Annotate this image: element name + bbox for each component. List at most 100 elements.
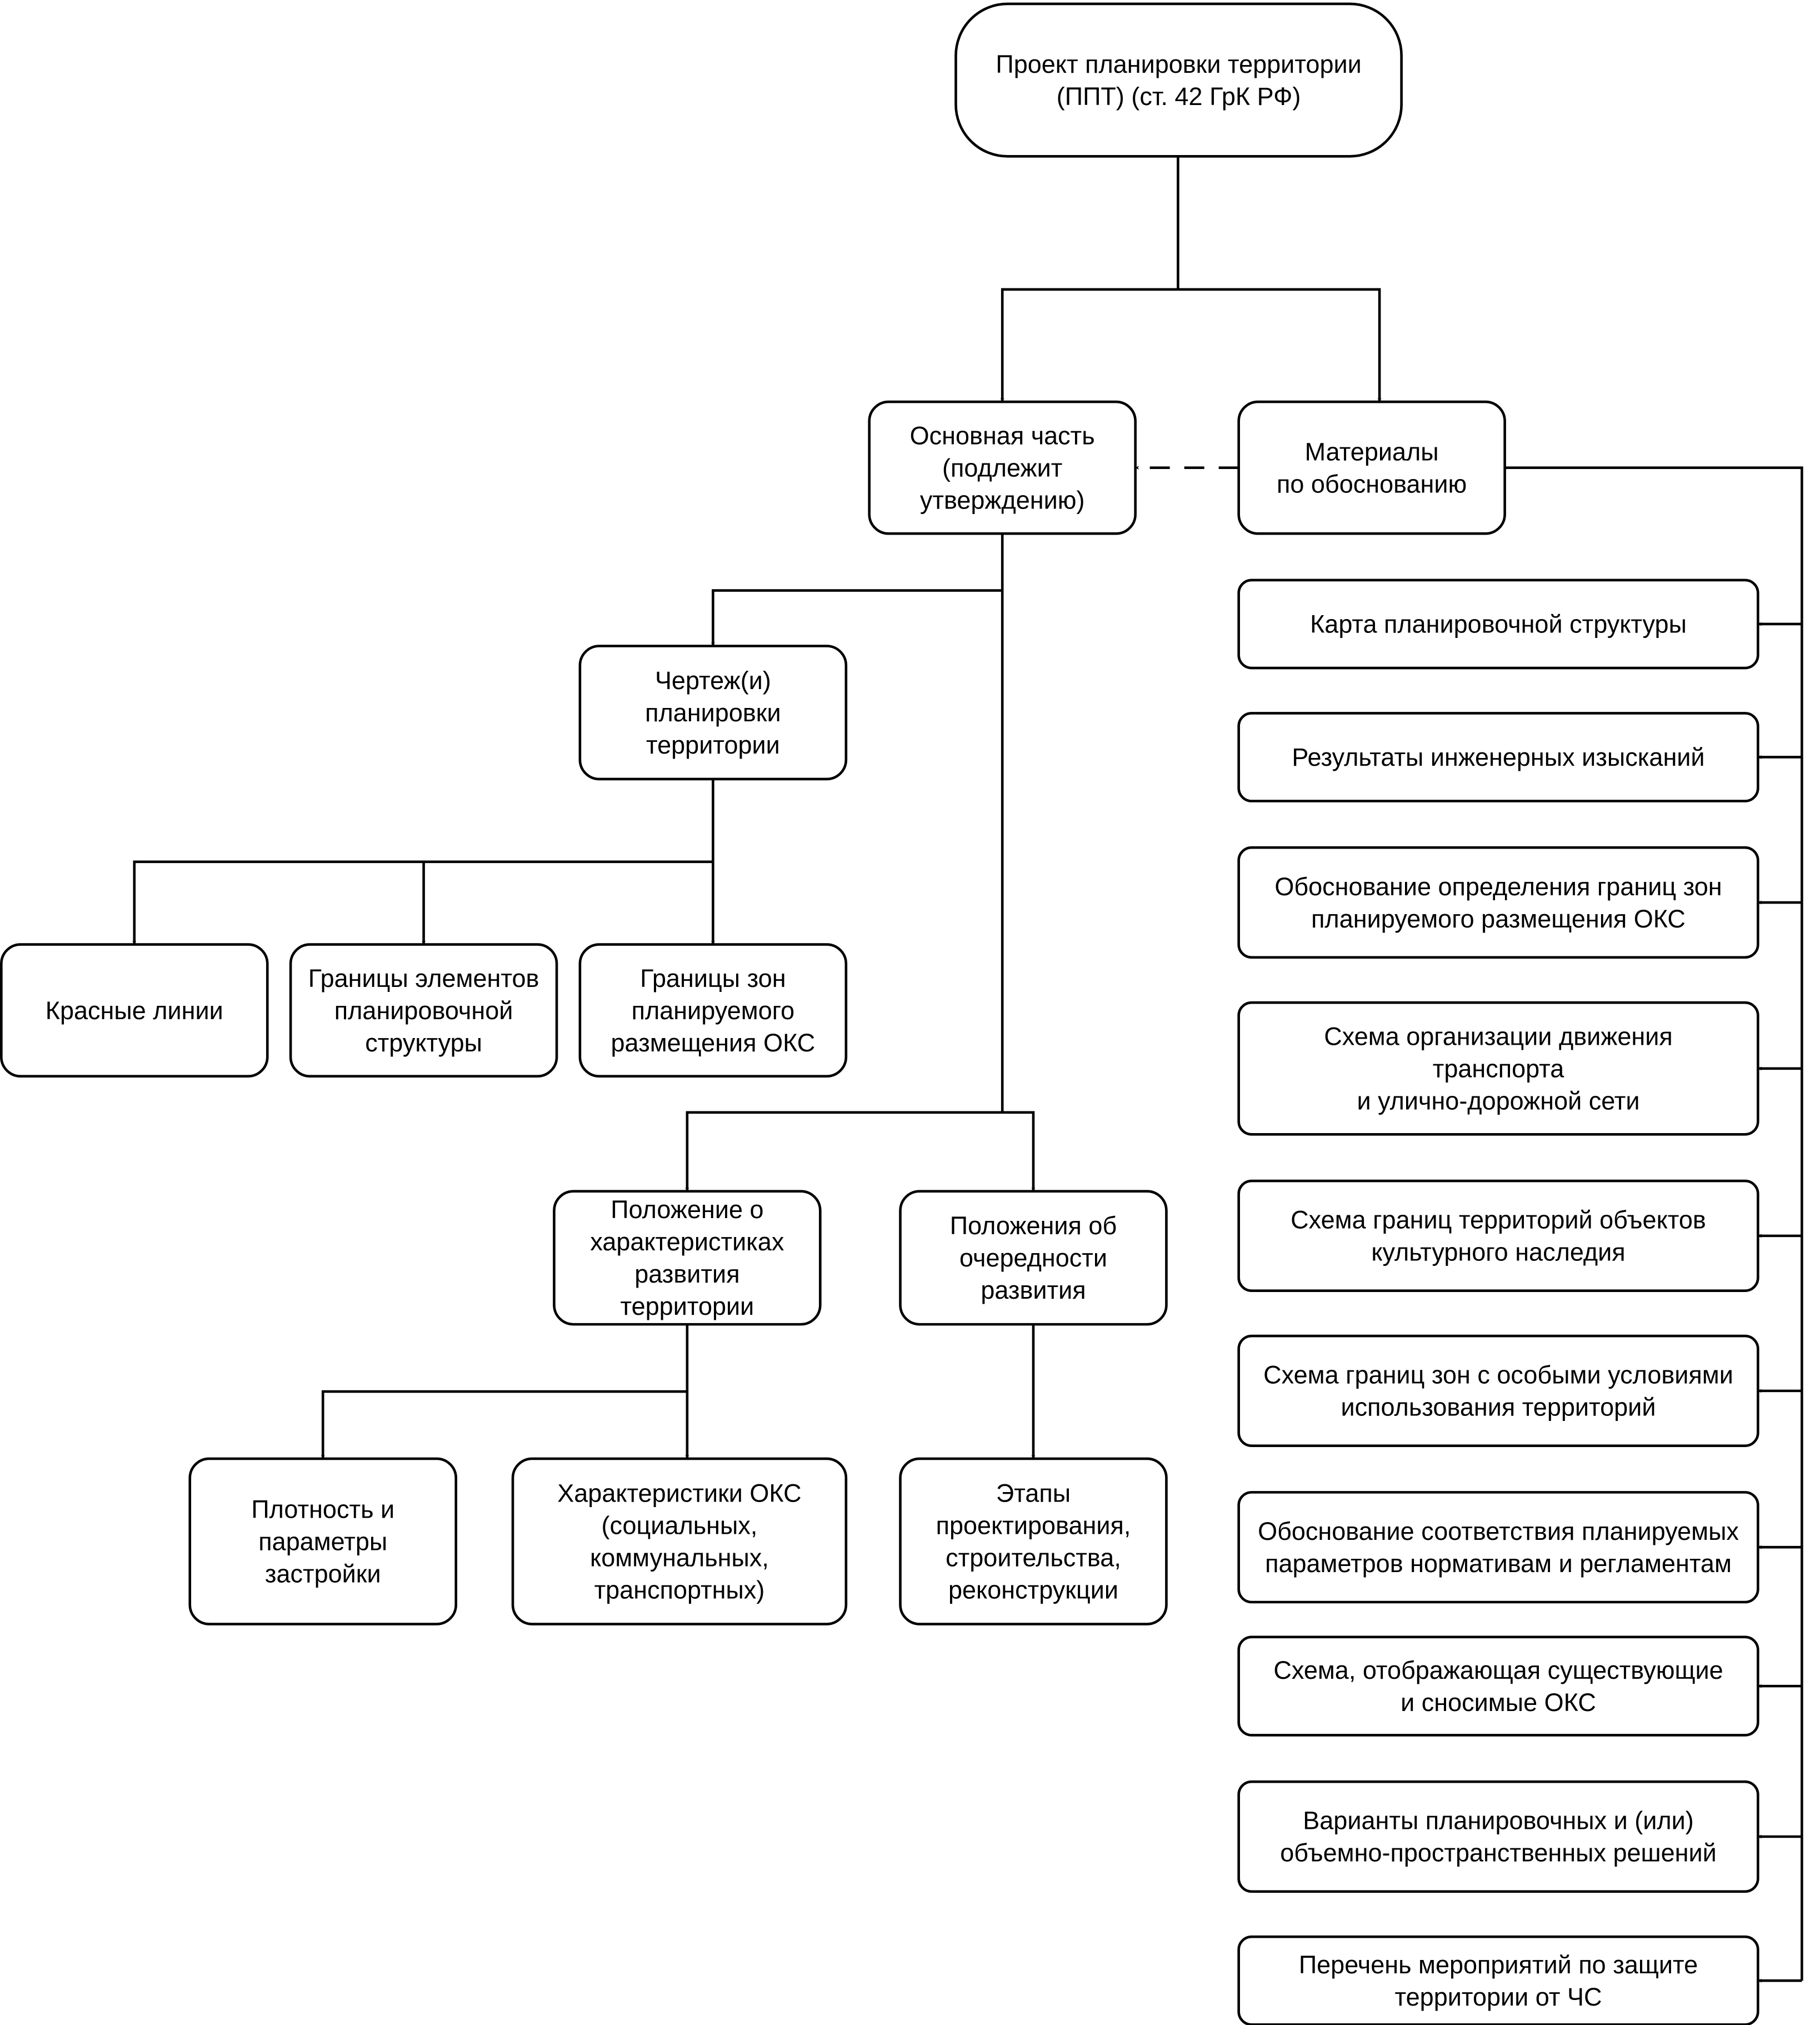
node-main-part: Основная часть (подлежит утверждению): [868, 400, 1137, 535]
node-planning-drawings-box: [578, 645, 848, 781]
node-development-sequence-box: [899, 1190, 1168, 1326]
node-material-oks-zones-justification-label-line: Обоснование определения границ зон: [1274, 872, 1722, 901]
node-material-engineering-surveys: Результаты инженерных изысканий: [1237, 712, 1759, 802]
node-development-sequence-label-line: Положения об: [950, 1211, 1117, 1240]
node-development-characteristics-label-line: развития: [634, 1260, 739, 1288]
node-material-emergency-measures-box: [1237, 1935, 1759, 2025]
node-planning-drawings-label-line: планировки: [645, 699, 781, 727]
node-oks-characteristics-label-line: транспортных): [594, 1575, 765, 1604]
root-node-ppt: Проект планировки территории (ППТ) (ст. 4…: [954, 2, 1403, 158]
node-planning-drawings: Чертеж(и) планировки территории: [578, 645, 848, 781]
node-development-sequence-label-line: очередности: [959, 1244, 1107, 1272]
node-design-construction-stages-label-line: проектирования,: [936, 1511, 1131, 1539]
node-main-part-box: [868, 400, 1137, 535]
node-development-characteristics: Положение о характеристиках развития террит…: [553, 1190, 822, 1326]
node-main-part-label-line: утверждению): [920, 486, 1085, 514]
node-material-emergency-measures-label-line: Перечень мероприятий по защите: [1299, 1951, 1698, 1979]
node-development-characteristics-label-line: Положение о: [611, 1195, 763, 1224]
node-material-special-conditions-scheme-label-line: использования территорий: [1341, 1393, 1656, 1422]
node-material-oks-zones-justification-box: [1237, 846, 1759, 959]
edge-to-red-lines: [132, 860, 713, 945]
node-material-planning-variants-label-line: Варианты планировочных и (или): [1303, 1807, 1693, 1835]
node-material-planning-variants: Варианты планировочных и (или) объемно-пр…: [1237, 1780, 1759, 1893]
node-material-transport-scheme-box: [1237, 1001, 1759, 1136]
connectors: [132, 156, 1803, 1983]
root-node-ppt-label-line: (ППТ) (ст. 42 ГрК РФ): [1057, 82, 1301, 111]
node-structure-element-borders-box: [289, 943, 558, 1078]
node-material-engineering-surveys-label-line: Результаты инженерных изысканий: [1292, 743, 1704, 771]
node-justification-materials: Материалы по обоснованию: [1237, 400, 1506, 535]
node-material-oks-zones-justification-label-line: планируемого размещения ОКС: [1311, 905, 1686, 933]
node-justification-materials-box: [1237, 400, 1506, 535]
node-oks-characteristics: Характеристики ОКС (социальных, коммунальн…: [511, 1457, 848, 1625]
node-material-existing-demolished-oks-box: [1237, 1635, 1759, 1737]
edge-materials-trunk: [1504, 466, 1803, 1981]
node-density-parameters-label-line: параметры: [258, 1527, 387, 1555]
node-oks-characteristics-label-line: Характеристики ОКС: [557, 1479, 801, 1507]
edge-to-density: [321, 1390, 687, 1459]
node-material-compliance-justification: Обоснование соответствия планируемых пара…: [1237, 1491, 1759, 1604]
node-material-planning-variants-label-line: объемно-пространственных решений: [1280, 1839, 1717, 1867]
node-design-construction-stages-label-line: Этапы: [996, 1479, 1071, 1507]
node-material-existing-demolished-oks-label-line: и сносимые ОКС: [1401, 1688, 1596, 1717]
node-density-parameters-label-line: Плотность и: [251, 1495, 394, 1523]
node-material-planning-variants-box: [1237, 1780, 1759, 1893]
node-justification-materials-label-line: Материалы: [1305, 437, 1439, 466]
edge-to-materials: [1178, 288, 1382, 402]
node-oks-placement-zones-label-line: Границы зон: [640, 964, 786, 992]
node-development-characteristics-label-line: характеристиках: [590, 1228, 784, 1256]
node-structure-element-borders-label-line: планировочной: [334, 996, 513, 1025]
node-material-transport-scheme: Схема организации движения транспорта и ул…: [1237, 1001, 1759, 1136]
node-material-cultural-heritage-scheme: Схема границ территорий объектов культурн…: [1237, 1179, 1759, 1292]
node-density-parameters: Плотность и параметры застройки: [188, 1457, 458, 1625]
node-material-compliance-justification-label-line: параметров нормативам и регламентам: [1265, 1549, 1732, 1578]
node-red-lines: Красные линии: [0, 943, 269, 1078]
node-density-parameters-label-line: застройки: [265, 1559, 381, 1588]
node-main-part-label-line: Основная часть: [910, 421, 1095, 450]
node-development-sequence: Положения об очередности развития: [899, 1190, 1168, 1326]
node-development-characteristics-label-line: территории: [621, 1292, 754, 1320]
node-development-sequence-label-line: развития: [981, 1276, 1086, 1304]
node-material-special-conditions-scheme-label-line: Схема границ зон с особыми условиями: [1263, 1361, 1733, 1389]
node-material-compliance-justification-label-line: Обоснование соответствия планируемых: [1258, 1517, 1739, 1545]
node-design-construction-stages-label-line: строительства,: [946, 1543, 1121, 1572]
node-oks-characteristics-box: [511, 1457, 848, 1625]
root-node-ppt-box: [954, 2, 1403, 158]
node-justification-materials-label-line: по обоснованию: [1277, 470, 1467, 498]
node-material-special-conditions-scheme: Схема границ зон с особыми условиями испо…: [1237, 1334, 1759, 1447]
diagram-nodes: Проект планировки территории (ППТ) (ст. 4…: [0, 2, 1759, 2025]
node-red-lines-box: [0, 943, 269, 1078]
node-main-part-label-line: (подлежит: [942, 453, 1062, 482]
node-material-cultural-heritage-scheme-box: [1237, 1179, 1759, 1292]
node-structure-element-borders-label-line: Границы элементов: [308, 964, 539, 992]
edge-to-stages: [1002, 1111, 1036, 1191]
node-material-transport-scheme-label-line: Схема организации движения: [1324, 1023, 1672, 1051]
node-oks-characteristics-label-line: коммунальных,: [590, 1543, 769, 1572]
node-design-construction-stages-label-line: реконструкции: [948, 1575, 1118, 1604]
node-material-compliance-justification-box: [1237, 1491, 1759, 1604]
node-red-lines-label-line: Красные линии: [46, 996, 223, 1025]
node-design-construction-stages-box: [899, 1457, 1168, 1625]
root-node-ppt-label-line: Проект планировки территории: [996, 50, 1361, 78]
node-material-transport-scheme-label-line: транспорта: [1433, 1055, 1565, 1083]
node-oks-characteristics-label-line: (социальных,: [602, 1511, 758, 1539]
node-material-emergency-measures-label-line: территории от ЧС: [1395, 1983, 1602, 2011]
node-material-planning-structure-map-box: [1237, 578, 1759, 670]
node-material-cultural-heritage-scheme-label-line: Схема границ территорий объектов: [1291, 1206, 1706, 1234]
node-material-planning-structure-map: Карта планировочной структуры: [1237, 578, 1759, 670]
edge-to-main-part: [1000, 288, 1178, 402]
node-material-planning-structure-map-label-line: Карта планировочной структуры: [1310, 610, 1687, 639]
node-planning-drawings-label-line: территории: [646, 731, 780, 759]
node-material-special-conditions-scheme-box: [1237, 1334, 1759, 1447]
node-design-construction-stages: Этапы проектирования, строительства, реконс…: [899, 1457, 1168, 1625]
node-material-cultural-heritage-scheme-label-line: культурного наследия: [1371, 1238, 1625, 1266]
node-material-engineering-surveys-box: [1237, 712, 1759, 802]
node-oks-placement-zones-label-line: размещения ОКС: [611, 1029, 816, 1057]
node-material-transport-scheme-label-line: и улично-дорожной сети: [1357, 1087, 1639, 1115]
node-material-oks-zones-justification: Обоснование определения границ зон планир…: [1237, 846, 1759, 959]
node-planning-drawings-label-line: Чертеж(и): [655, 666, 771, 695]
